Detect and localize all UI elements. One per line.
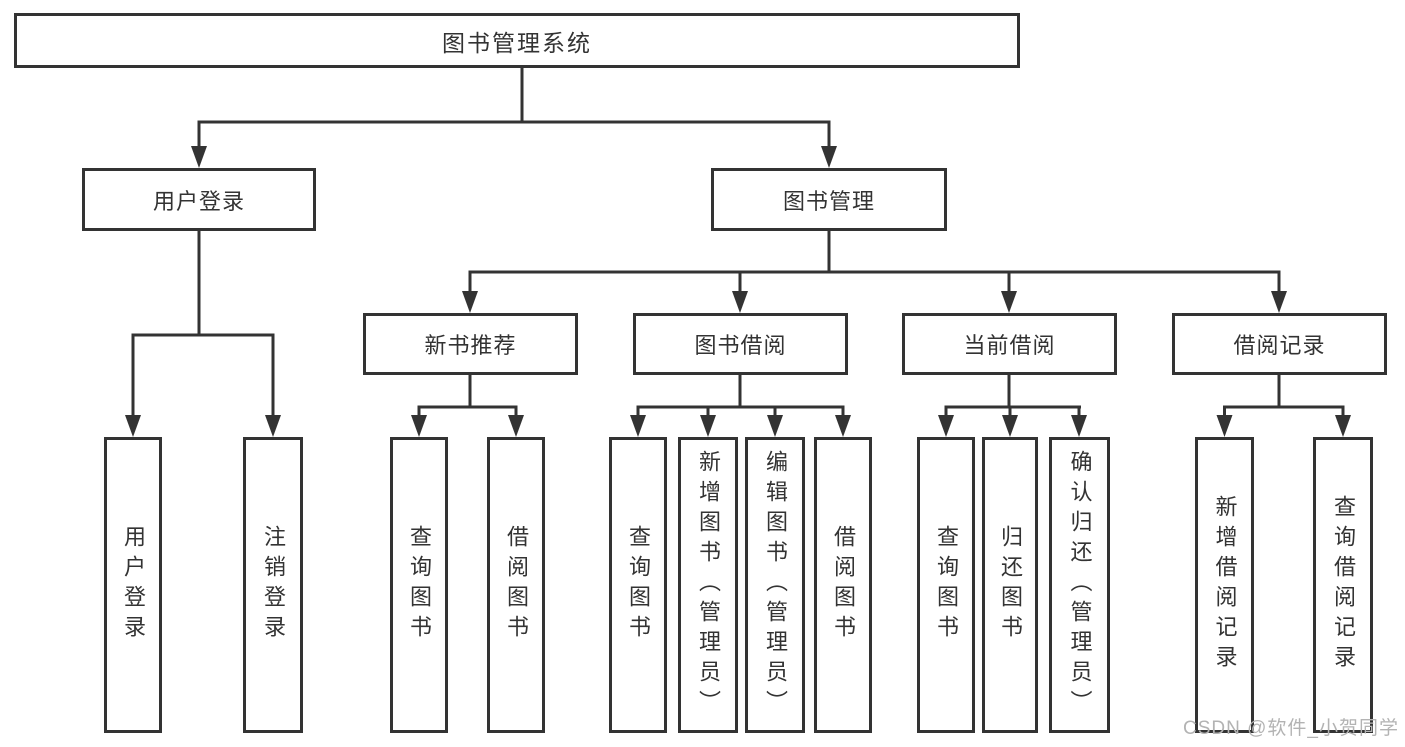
node-current-borrowing: 当前借阅	[902, 313, 1117, 375]
leaf-logout: 注销登录	[243, 437, 303, 733]
leaf-borrow-books-recommend: 借阅图书	[487, 437, 545, 733]
node-new-book-recommend: 新书推荐	[363, 313, 578, 375]
leaf-query-books-recommend: 查询图书	[390, 437, 448, 733]
node-book-borrowing: 图书借阅	[633, 313, 848, 375]
leaf-add-books-admin: 新增图书（管理员）	[678, 437, 738, 733]
leaf-confirm-return-admin: 确认归还（管理员）	[1049, 437, 1110, 733]
leaf-user-login: 用户登录	[104, 437, 162, 733]
node-borrowing-records: 借阅记录	[1172, 313, 1387, 375]
leaf-add-borrow-record: 新增借阅记录	[1195, 437, 1254, 733]
leaf-query-books-borrowing: 查询图书	[609, 437, 667, 733]
watermark: CSDN @软件_小贺同学	[1183, 718, 1399, 739]
leaf-borrow-books-borrowing: 借阅图书	[814, 437, 872, 733]
node-book-management: 图书管理	[711, 168, 947, 231]
leaf-edit-books-admin: 编辑图书（管理员）	[745, 437, 805, 733]
leaf-query-borrow-record: 查询借阅记录	[1313, 437, 1373, 733]
leaf-query-books-current: 查询图书	[917, 437, 975, 733]
node-user-login: 用户登录	[82, 168, 316, 231]
leaf-return-books: 归还图书	[982, 437, 1038, 733]
node-root: 图书管理系统	[14, 13, 1020, 68]
